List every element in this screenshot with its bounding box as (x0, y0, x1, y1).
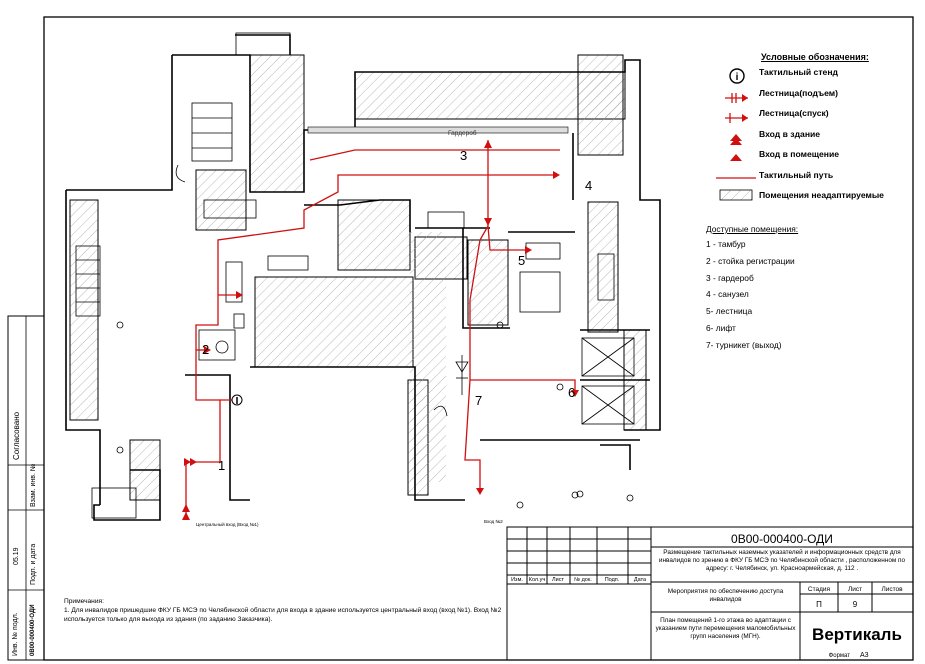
room-number-7: 7 (475, 393, 482, 408)
header-ndok: № док. (574, 577, 592, 583)
room-number-2: 2 (202, 342, 209, 357)
legend-item-tactile-path: Тактильный путь (715, 165, 915, 186)
entrance-1-label: Центральный вход (Вход №1) (196, 521, 259, 527)
title-block-frame (506, 526, 914, 661)
sheet-label: Лист (848, 586, 862, 593)
room-number-3: 3 (460, 148, 467, 163)
document-code: 0В00-000400-ОДИ (731, 532, 833, 546)
room-item: 6- лифт (706, 322, 736, 333)
room-number-4: 4 (585, 178, 592, 193)
legend-item-stairs-down: Лестница(спуск) (715, 103, 915, 124)
title-description: Размещение тактильных наземных указателе… (658, 549, 906, 572)
legend-item-tactile-stand: Тактильный стенд (715, 62, 915, 83)
header-podp: Подп. (605, 577, 620, 583)
format-label: Формат (829, 653, 851, 659)
tactile-stand-icon (231, 394, 243, 406)
sheet-value: 9 (853, 600, 858, 609)
room-item: 2 - стойка регистрации (706, 255, 795, 266)
legend-item-building-entrance: Вход в здание (715, 124, 915, 145)
header-izm: Изм. (511, 577, 523, 583)
legend-label: Лестница(подъем) (759, 87, 839, 98)
legend-label: Вход в здание (759, 128, 821, 139)
room-item: 7- турникет (выход) (706, 339, 782, 350)
title-activity: Мероприятия по обеспечению доступа инвал… (667, 588, 784, 603)
room-item: 4 - санузел (706, 289, 749, 300)
room-item: 5- лестница (706, 306, 753, 317)
rooms-title: Доступные помещения: (706, 224, 799, 234)
legend-item-non-adapted: Помещения неадаптируемые (715, 185, 915, 206)
legend-label: Вход в помещение (759, 149, 840, 160)
legend-title: Условные обозначения: (761, 52, 869, 62)
entrance-2-label: Вход №2 (484, 519, 503, 524)
side-stamp-inv-vzam: Взам. инв. № (30, 463, 37, 507)
room-number-1: 1 (218, 458, 225, 473)
legend-label: Помещения неадаптируемые (759, 190, 884, 201)
side-stamp-sign-date-value: 05.19 (13, 547, 20, 565)
legend-label: Тактильный путь (759, 169, 834, 180)
room-number-6: 6 (568, 385, 575, 400)
walls (65, 34, 661, 521)
header-list: Лист (552, 577, 564, 583)
stage-label: Стадия (808, 586, 831, 593)
header-data: Дата (634, 577, 647, 583)
interior-details (75, 32, 635, 519)
tactile-path (185, 140, 576, 518)
header-kol: Кол.уч (529, 577, 546, 583)
room-item: 1 - тамбур (706, 239, 746, 249)
legend-label: Лестница(спуск) (759, 108, 829, 119)
non-adapted-zones (69, 54, 647, 501)
room-number-5: 5 (518, 253, 525, 268)
notes: Примечания: 1. Для инвалидов пришедшие Ф… (64, 597, 504, 624)
tactile-arrows (182, 140, 579, 520)
company-name: Вертикаль (812, 625, 902, 644)
legend: Условные обозначения: Тактильный стенд Л… (715, 52, 915, 206)
format-value: А3 (860, 652, 869, 659)
legend-item-room-entrance: Вход в помещение (715, 144, 915, 165)
title-sheet-title: План помещений 1-го этажа во адаптации с… (655, 617, 796, 640)
svg-text:i: i (736, 72, 739, 83)
notes-text: 1. Для инвалидов пришедшие ФКУ ГБ МСЭ по… (64, 607, 502, 623)
legend-label: Тактильный стенд (759, 67, 838, 78)
side-stamp-inv-podl-value: 0В00-000400-ОДИ (30, 604, 36, 656)
wardrobe-label: Гардероб (448, 129, 477, 137)
stage-value: П (816, 600, 822, 609)
notes-title: Примечания: (64, 598, 104, 605)
legend-item-stairs-up: Лестница(подъем) (715, 83, 915, 104)
room-item: 3 - гардероб (706, 272, 754, 283)
legend-symbols: i (716, 68, 756, 201)
sheets-label: Листов (881, 586, 903, 593)
side-stamp-sign-date: Подп. и дата (30, 543, 37, 585)
side-stamp-inv-podl: Инв. № подл. (12, 612, 19, 656)
wardrobe-counter (307, 126, 569, 134)
accessible-rooms-list: Доступные помещения: 1 - тамбур 2 - стой… (706, 224, 798, 357)
side-stamp-agreed: Согласовано (12, 411, 21, 460)
